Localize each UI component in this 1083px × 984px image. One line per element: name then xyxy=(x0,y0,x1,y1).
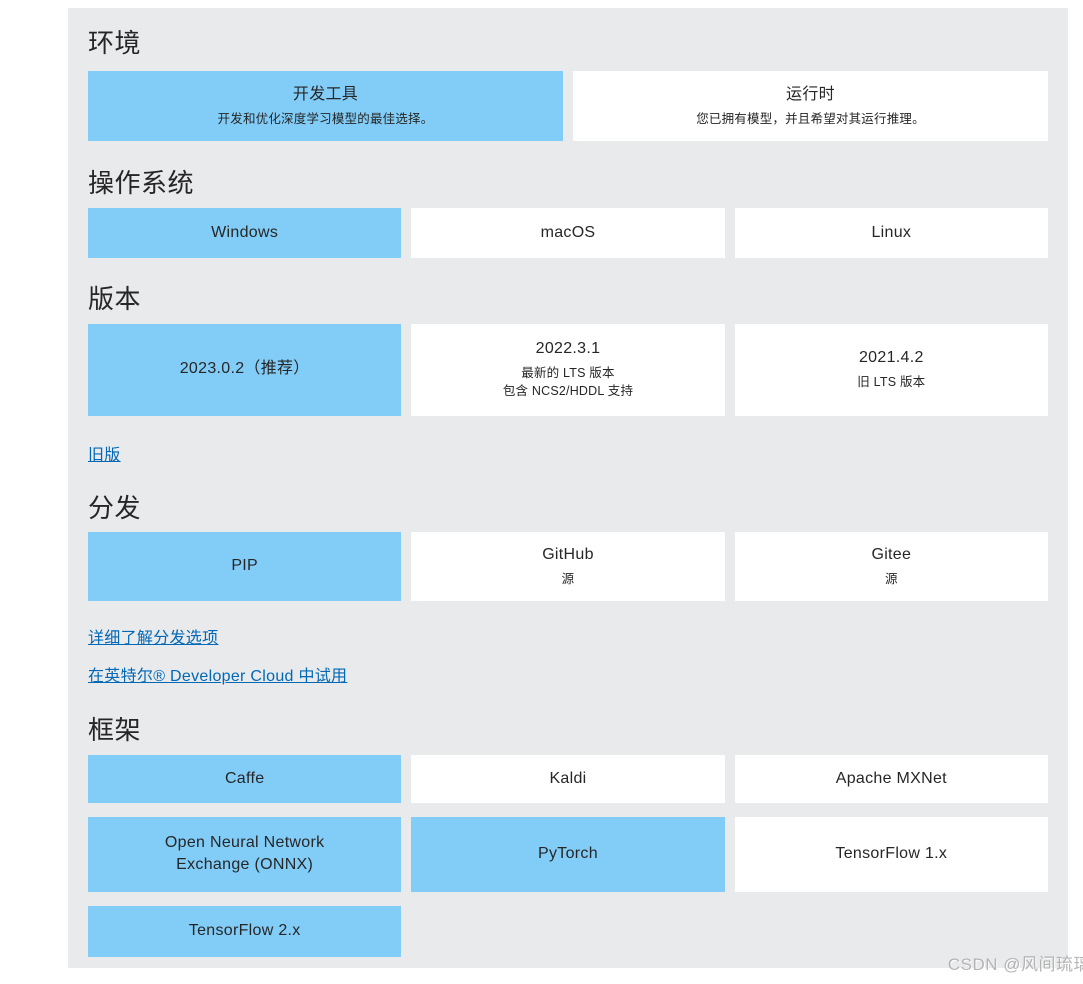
legacy-versions-link[interactable]: 旧版 xyxy=(88,446,121,464)
option-subtitle: 源 xyxy=(561,571,575,586)
option-tensorflow-1x[interactable]: TensorFlow 1.x xyxy=(734,816,1048,892)
option-pytorch[interactable]: PyTorch xyxy=(411,816,725,892)
option-title: PyTorch xyxy=(538,845,598,863)
option-title: PIP xyxy=(231,557,259,575)
framework-options: Caffe Kaldi Apache MXNet Open Neural Net… xyxy=(88,754,1048,957)
option-version-2021[interactable]: 2021.4.2 旧 LTS 版本 xyxy=(734,323,1048,416)
option-title: 2022.3.1 xyxy=(535,340,601,358)
option-title: Open Neural Network Exchange (ONNX) xyxy=(164,834,325,874)
option-apache-mxnet[interactable]: Apache MXNet xyxy=(734,754,1048,803)
distribution-links: 详细了解分发选项 在英特尔® Developer Cloud 中试用 xyxy=(88,624,1048,686)
environment-options: 开发工具 开发和优化深度学习模型的最佳选择。 运行时 您已拥有模型，并且希望对其… xyxy=(88,71,1048,142)
option-macos[interactable]: macOS xyxy=(411,208,725,259)
option-windows[interactable]: Windows xyxy=(88,208,402,259)
option-title: TensorFlow 1.x xyxy=(835,845,948,863)
option-subtitle: 最新的 LTS 版本 xyxy=(521,365,615,380)
option-gitee[interactable]: Gitee 源 xyxy=(734,531,1048,601)
csdn-watermark: CSDN @风间琉璃 xyxy=(947,955,1083,974)
option-subtitle: 旧 LTS 版本 xyxy=(857,374,926,389)
option-title: 2023.0.2（推荐） xyxy=(179,360,310,378)
developer-cloud-link[interactable]: 在英特尔® Developer Cloud 中试用 xyxy=(88,667,348,685)
option-subtitle: 您已拥有模型，并且希望对其运行推理。 xyxy=(696,111,925,126)
option-title: Linux xyxy=(871,224,912,242)
option-title: Apache MXNet xyxy=(835,769,947,787)
option-title: 开发工具 xyxy=(292,86,359,104)
section-heading-distribution: 分发 xyxy=(88,492,142,523)
option-version-2022[interactable]: 2022.3.1 最新的 LTS 版本 包含 NCS2/HDDL 支持 xyxy=(411,323,725,416)
option-title: 运行时 xyxy=(786,86,835,104)
option-title: Caffe xyxy=(224,769,265,787)
option-caffe[interactable]: Caffe xyxy=(88,754,402,803)
option-subtitle: 源 xyxy=(884,571,898,586)
option-title: Kaldi xyxy=(549,769,587,787)
option-title: Gitee xyxy=(871,546,912,564)
section-heading-environment: 环境 xyxy=(88,28,142,58)
option-subtitle: 开发和优化深度学习模型的最佳选择。 xyxy=(217,111,434,126)
option-runtime[interactable]: 运行时 您已拥有模型，并且希望对其运行推理。 xyxy=(573,71,1048,142)
option-dev-tools[interactable]: 开发工具 开发和优化深度学习模型的最佳选择。 xyxy=(88,71,563,142)
option-onnx[interactable]: Open Neural Network Exchange (ONNX) xyxy=(88,816,402,892)
option-github[interactable]: GitHub 源 xyxy=(411,531,725,601)
section-heading-framework: 框架 xyxy=(88,714,142,745)
configurator-panel: 环境 开发工具 开发和优化深度学习模型的最佳选择。 运行时 您已拥有模型，并且希… xyxy=(68,8,1068,968)
option-title: 2021.4.2 xyxy=(858,349,924,367)
section-heading-version: 版本 xyxy=(88,284,142,315)
option-title: macOS xyxy=(540,224,596,242)
section-heading-os: 操作系统 xyxy=(88,168,195,199)
option-title: Windows xyxy=(211,224,279,242)
distribution-options-link[interactable]: 详细了解分发选项 xyxy=(88,629,219,647)
option-tensorflow-2x[interactable]: TensorFlow 2.x xyxy=(88,905,402,957)
option-title: GitHub xyxy=(542,546,594,564)
option-linux[interactable]: Linux xyxy=(734,208,1048,259)
option-pip[interactable]: PIP xyxy=(88,531,402,601)
option-version-2023[interactable]: 2023.0.2（推荐） xyxy=(88,323,402,416)
distribution-options: PIP GitHub 源 Gitee 源 xyxy=(88,531,1048,601)
version-options: 2023.0.2（推荐） 2022.3.1 最新的 LTS 版本 包含 NCS2… xyxy=(88,323,1048,416)
option-kaldi[interactable]: Kaldi xyxy=(411,754,725,803)
option-subtitle: 包含 NCS2/HDDL 支持 xyxy=(502,384,634,399)
option-title: TensorFlow 2.x xyxy=(188,922,301,940)
os-options: Windows macOS Linux xyxy=(88,208,1048,259)
